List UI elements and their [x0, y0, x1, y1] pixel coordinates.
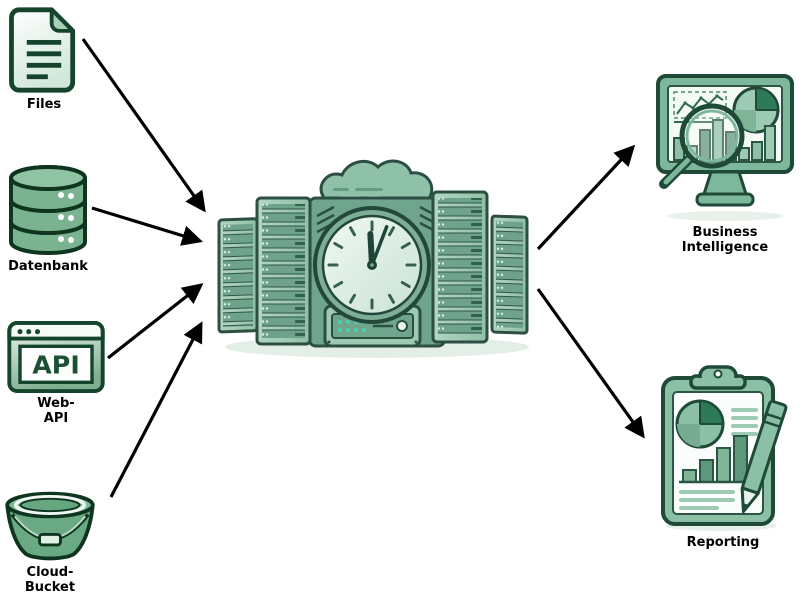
node-web-api: API Web- API — [4, 321, 108, 426]
document-icon — [9, 7, 76, 93]
magnifier-icon — [659, 103, 745, 189]
bi-monitor-icon — [656, 74, 794, 221]
edge-bucket-warehouse — [109, 321, 203, 498]
line-chart — [673, 91, 727, 123]
clipboard-clip — [688, 365, 747, 390]
report-bar-chart — [678, 435, 751, 484]
node-business-intelligence: Business Intelligence — [645, 72, 804, 255]
cloud-bucket-label: Cloud- Bucket — [24, 565, 76, 592]
report-clipboard-icon — [660, 365, 787, 531]
pencil-icon — [740, 399, 787, 514]
edge-warehouse-reporting — [536, 288, 645, 439]
files-label: Files — [26, 97, 62, 112]
pie-chart — [732, 86, 780, 134]
server-rack-far-left — [217, 217, 259, 334]
node-reporting: Reporting — [648, 362, 798, 550]
database-icon — [9, 165, 87, 255]
clock-hour-hand — [367, 231, 375, 268]
server-rack-far-right — [490, 214, 529, 335]
clock-icon — [313, 206, 431, 324]
api-icon-text: API — [32, 351, 80, 380]
edge-files-warehouse — [81, 38, 206, 213]
edge-webapi-warehouse — [107, 283, 204, 360]
node-files: Files — [4, 6, 84, 112]
business-intelligence-label: Business Intelligence — [681, 225, 769, 255]
server-rack-right — [431, 190, 489, 344]
server-rack-left — [255, 196, 312, 346]
node-cloud-bucket: Cloud- Bucket — [0, 486, 100, 592]
report-pie-chart — [675, 399, 724, 449]
browser-api-icon: API — [7, 321, 105, 393]
edge-warehouse-bi — [536, 144, 636, 251]
data-warehouse-illustration — [217, 159, 529, 358]
node-datenbank: Datenbank — [2, 164, 94, 274]
bucket-icon — [5, 491, 95, 561]
web-api-label: Web- API — [37, 396, 75, 426]
clock-minute-hand — [370, 224, 389, 267]
datenbank-label: Datenbank — [8, 259, 88, 274]
reporting-label: Reporting — [686, 535, 760, 550]
monitor-stand — [701, 170, 749, 196]
report-text-lines-bottom — [678, 490, 735, 510]
edge-datenbank-warehouse — [91, 206, 203, 246]
